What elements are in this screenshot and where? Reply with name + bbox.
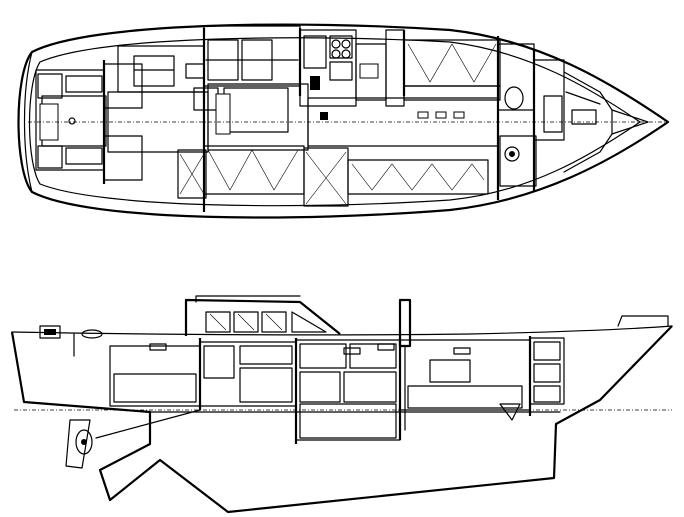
head xyxy=(497,43,537,187)
profile-sheer xyxy=(11,325,673,336)
aft-hatch xyxy=(39,325,61,339)
propeller xyxy=(75,429,93,455)
plan-deck-line xyxy=(28,37,641,207)
profile-hull xyxy=(10,325,673,514)
skeg-rudder xyxy=(65,419,91,469)
winch xyxy=(81,329,103,339)
plan-transom xyxy=(23,51,33,193)
prop-shaft xyxy=(95,409,201,439)
deckhouse xyxy=(184,295,341,336)
profile-view xyxy=(10,295,673,514)
galley xyxy=(299,29,405,120)
profile-interior xyxy=(109,337,565,441)
profile-bulkheads xyxy=(198,336,532,444)
forward-cabin xyxy=(533,59,613,173)
plan-bulkheads xyxy=(102,28,536,212)
chain-locker xyxy=(611,109,649,135)
plan-view xyxy=(17,23,670,219)
aft-hatch-label xyxy=(44,329,56,335)
mast-step xyxy=(398,298,412,431)
chart-table xyxy=(403,39,501,119)
plan-hull-outline xyxy=(17,23,670,219)
main-saloon xyxy=(177,25,499,207)
bow-pulpit xyxy=(617,315,669,327)
